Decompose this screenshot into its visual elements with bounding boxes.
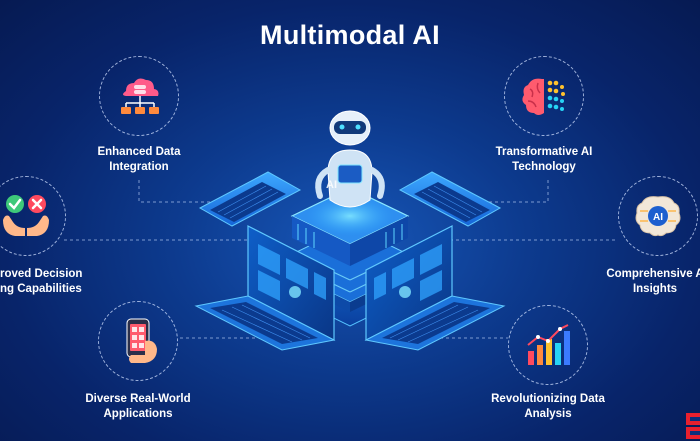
- label-revolutionizing-data-analysis: Revolutionizing Data Analysis: [491, 393, 605, 420]
- cloud-database-icon: [121, 78, 159, 114]
- node-diverse-real-world-applications: [98, 301, 178, 381]
- laptop-front-right: [364, 225, 506, 351]
- brain-icon: [522, 78, 565, 115]
- label-comprehensive-ai-insights: Comprehensive A Insights: [606, 268, 700, 295]
- ai-brain-chip-icon: AI: [635, 196, 681, 237]
- laptop-back-left: [198, 171, 302, 227]
- node-comprehensive-ai-insights: AI: [618, 176, 698, 256]
- page-title: Multimodal AI: [260, 20, 440, 50]
- ai-chip: [290, 187, 410, 266]
- svg-text:AI: AI: [653, 212, 663, 223]
- robot-figure: [315, 110, 385, 208]
- node-transformative-ai-technology: [504, 56, 584, 136]
- label-diverse-real-world-applications: Diverse Real-World Applications: [85, 393, 191, 420]
- corner-brand-logo: [686, 413, 700, 439]
- label-enhanced-data-integration: Enhanced Data Integration: [97, 146, 181, 173]
- node-enhanced-data-integration: [99, 56, 179, 136]
- decision-hands-icon: [3, 195, 49, 236]
- smartphone-hand-icon: [126, 318, 157, 363]
- bar-chart-icon: [527, 324, 570, 365]
- node-revolutionizing-data-analysis: [508, 305, 588, 385]
- laptop-front-left: [194, 225, 336, 351]
- ai-chip-label: AI: [326, 179, 337, 191]
- laptop-back-right: [398, 171, 502, 227]
- node-improved-decision-making: [0, 176, 66, 256]
- label-improved-decision-making: roved Decision ng Capabilities: [0, 268, 83, 295]
- label-transformative-ai-technology: Transformative AI Technology: [495, 146, 593, 173]
